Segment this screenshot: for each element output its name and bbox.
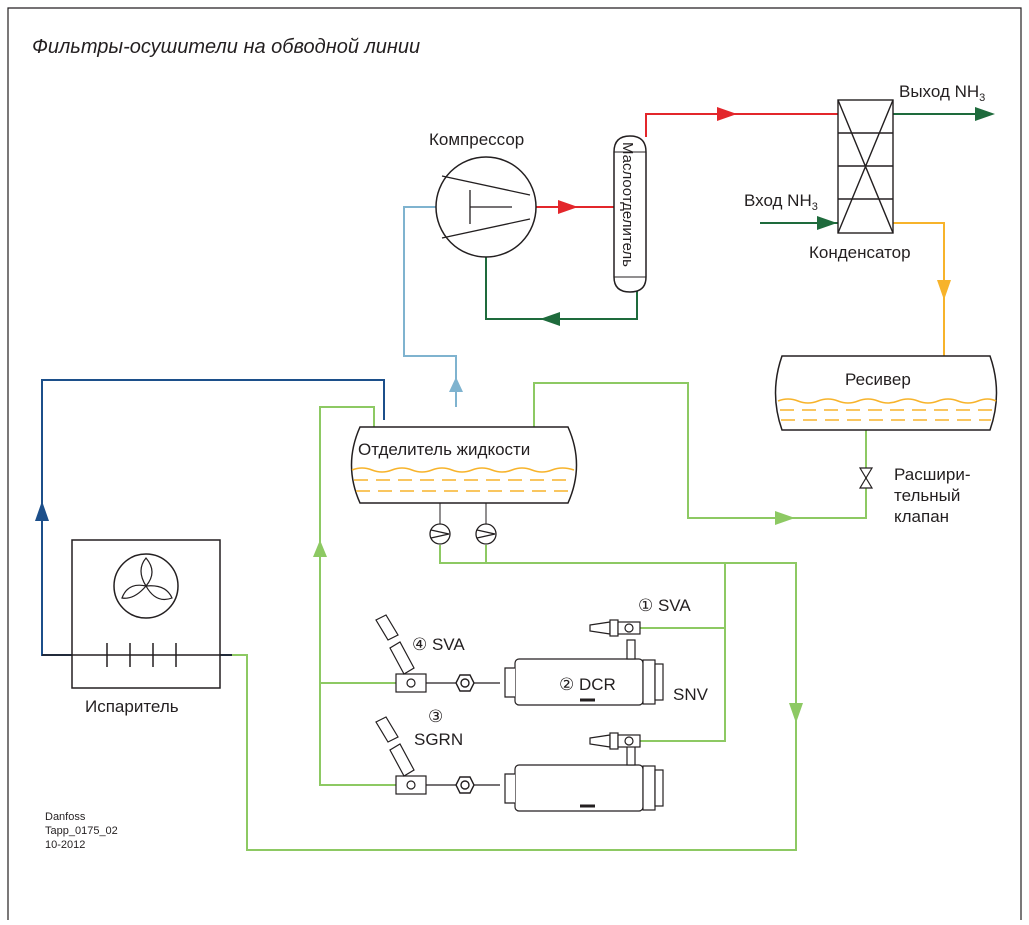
valve-sva-top-label: ① SVA <box>638 596 691 615</box>
valve-sva-top <box>589 619 641 637</box>
expansion-valve-label-2: тельный <box>894 486 960 505</box>
nh3-out-label: Выход NH3 <box>899 82 985 104</box>
oil-return-arrow <box>540 312 560 326</box>
liquid-line <box>893 222 945 356</box>
hot-gas-arrow-1 <box>558 200 578 214</box>
wet-arrow-3 <box>789 703 803 723</box>
suction-arrow <box>449 377 463 392</box>
compressor-label: Компрессор <box>429 130 524 149</box>
condenser <box>837 99 894 234</box>
pump-left <box>429 523 451 545</box>
compressor <box>435 156 537 258</box>
receiver-label: Ресивер <box>845 370 911 389</box>
footer-company: Danfoss <box>45 811 86 823</box>
pump-connectors <box>439 503 487 524</box>
nh3-out-arrow <box>975 107 995 121</box>
liquid-separator-label: Отделитель жидкости <box>358 440 530 459</box>
wet-arrow-1 <box>775 511 795 525</box>
expansion-valve <box>858 467 874 489</box>
nh3-in-label: Вход NH3 <box>744 191 818 213</box>
expansion-valve-label-3: клапан <box>894 507 949 526</box>
suction-line <box>403 206 457 407</box>
valve-sva-left-label: ④ SVA <box>412 635 465 654</box>
hot-gas-arrow-2 <box>717 107 737 121</box>
footer-code: Tapp_0175_02 <box>45 825 118 837</box>
wet-arrow-2 <box>313 540 327 557</box>
valve-sva-lower-left <box>375 716 427 795</box>
sight-glass-label: SGRN <box>414 730 463 749</box>
liquid-arrow <box>937 280 951 300</box>
evaporator-arrow <box>35 501 49 521</box>
oil-separator <box>613 135 647 293</box>
valve-sva-left <box>375 614 427 693</box>
valve-sva-lower-right <box>589 732 641 750</box>
filter-drier-upper <box>410 639 664 706</box>
evaporator <box>42 539 232 689</box>
nh3-in-arrow <box>817 216 837 230</box>
oil-separator-label: Маслоотделитель <box>619 142 636 267</box>
frame-border <box>7 7 1022 920</box>
sight-glass-lower <box>455 776 475 794</box>
snv-label: SNV <box>673 685 709 704</box>
filter-drier-lower <box>410 745 664 812</box>
pump-right <box>475 523 497 545</box>
expansion-valve-label-1: Расшири- <box>894 465 970 484</box>
sight-glass-upper <box>455 674 475 692</box>
liquid-separator <box>350 426 578 504</box>
evaporator-label: Испаритель <box>85 697 179 716</box>
wet-lines <box>232 382 867 851</box>
diagram-title: Фильтры-осушители на обводной линии <box>32 36 420 58</box>
condenser-label: Конденсатор <box>809 243 911 262</box>
footer-date: 10-2012 <box>45 839 85 851</box>
receiver <box>774 355 998 431</box>
oil-return-line <box>485 113 980 320</box>
sight-glass-number: ③ <box>428 707 443 726</box>
filter-drier-label: ② DCR <box>559 675 616 694</box>
